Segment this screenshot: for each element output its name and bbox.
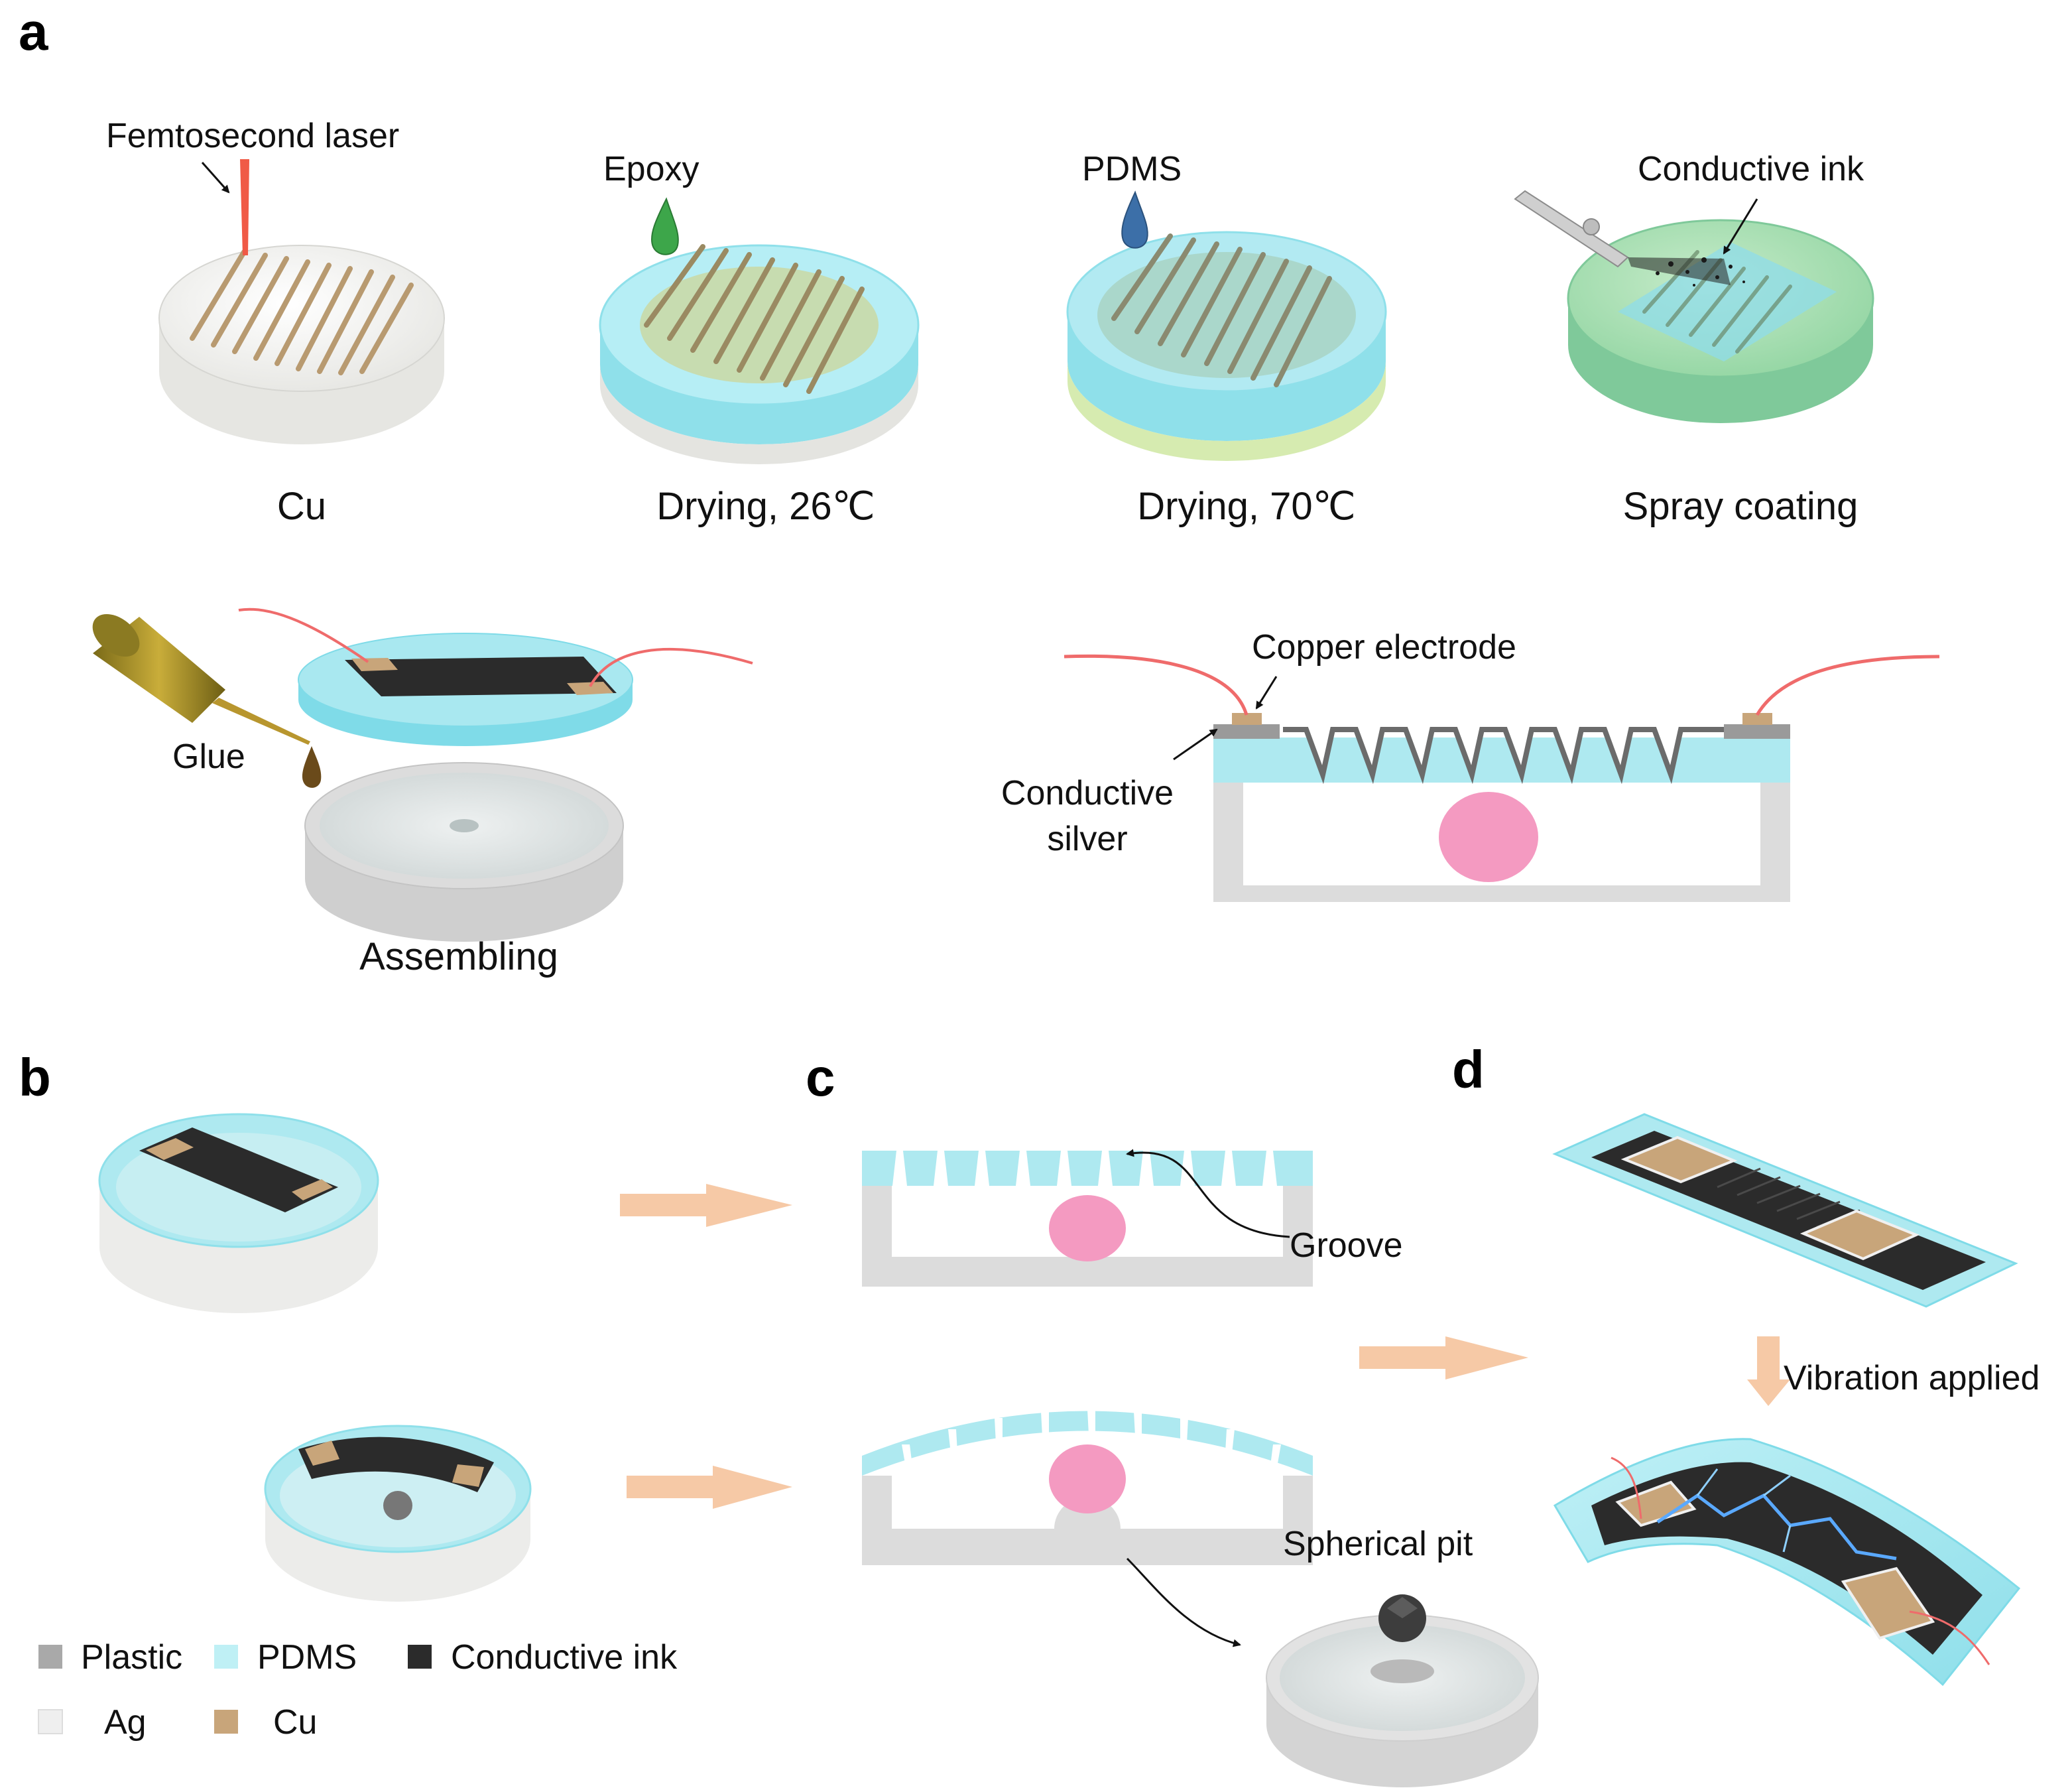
- pdms-segments-flat: [862, 1151, 1313, 1186]
- cross-section-schematic: [1213, 713, 1790, 902]
- panel-letter-b: b: [19, 1048, 51, 1107]
- drying-26-caption: Drying, 26℃: [656, 485, 875, 528]
- conductive-ink-layer: [1283, 727, 1727, 785]
- spray-gun: [1514, 190, 1745, 287]
- conductive-silver-label-line2: silver: [1047, 820, 1127, 858]
- laser-beam: [240, 159, 249, 255]
- pdms-disc: [1066, 231, 1387, 461]
- legend-swatch-plastic: [38, 1645, 62, 1669]
- conductive-ink-label: Conductive ink: [1638, 150, 1864, 188]
- copper-electrode-left: [1232, 713, 1262, 725]
- spray-coating-caption: Spray coating: [1623, 485, 1859, 528]
- groove-arrow: [1126, 1149, 1290, 1238]
- legend-swatch-pdms: [214, 1645, 238, 1669]
- schematic-wire-right: [1755, 655, 1940, 716]
- glue-syringe: [92, 613, 310, 745]
- legend-label-ag: Ag: [104, 1703, 147, 1742]
- arrow-b-bottom-to-c: [627, 1466, 792, 1509]
- bent-sensor-film: [1553, 1438, 2021, 1687]
- glue-drop: [302, 746, 322, 788]
- pdms-drop: [1121, 190, 1148, 249]
- section-flat: [862, 1151, 1313, 1287]
- grey-base-with-ball: [1266, 1594, 1539, 1787]
- wire-left: [238, 608, 369, 663]
- femtosecond-laser-label: Femtosecond laser: [106, 117, 399, 155]
- epoxy-label: Epoxy: [603, 150, 700, 188]
- sensor-layer-top: [298, 633, 633, 746]
- legend-swatch-cu: [214, 1710, 238, 1734]
- arrow-b-top-to-c: [620, 1184, 792, 1227]
- conductive-silver-arrow: [1173, 728, 1218, 761]
- conductive-silver-left: [1213, 724, 1280, 739]
- vibration-lightning: [1656, 1493, 1897, 1561]
- copper-electrode-arrow: [1255, 676, 1278, 710]
- arrow-vibration-down: [1747, 1336, 1790, 1406]
- laser-pointer-arrow: [201, 162, 230, 194]
- copper-electrode-right: [1742, 713, 1772, 725]
- groove-label: Groove: [1290, 1226, 1403, 1265]
- flat-sensor-film: [1552, 1113, 2018, 1308]
- epoxy-drop: [650, 197, 679, 255]
- panel-letter-d: d: [1452, 1040, 1485, 1099]
- legend-label-pdms: PDMS: [257, 1638, 357, 1677]
- glue-label: Glue: [172, 737, 245, 776]
- panel-letter-c: c: [806, 1048, 835, 1107]
- section-bent: [862, 1409, 1313, 1565]
- epoxy-disc: [599, 244, 920, 464]
- pdms-label: PDMS: [1082, 150, 1182, 188]
- wire-right: [589, 647, 753, 687]
- panel-letter-a: a: [19, 2, 48, 61]
- device-bent: [264, 1425, 532, 1602]
- conductive-silver-label-line1: Conductive: [1001, 774, 1174, 812]
- flow-arrows: [620, 1184, 1790, 1509]
- legend-swatch-ag: [38, 1709, 63, 1734]
- schematic-wire-left: [1064, 654, 1249, 716]
- arrow-c-to-d: [1359, 1336, 1528, 1379]
- pdms-membrane: [1213, 737, 1790, 783]
- drying-70-caption: Drying, 70℃: [1137, 485, 1355, 528]
- legend-swatch-conductive-ink: [408, 1645, 432, 1669]
- legend-label-plastic: Plastic: [81, 1638, 182, 1677]
- copper-electrode-label: Copper electrode: [1252, 628, 1516, 667]
- cu-disc: [158, 245, 445, 444]
- cu-caption: Cu: [277, 485, 326, 528]
- conductive-silver-right: [1724, 724, 1790, 739]
- conductive-ink-pointer-arrow: [1723, 198, 1758, 255]
- spherical-pit-label: Spherical pit: [1283, 1525, 1473, 1563]
- legend-label-cu: Cu: [273, 1703, 317, 1742]
- pink-ball: [1439, 792, 1538, 882]
- spherical-pit-arrow: [1126, 1557, 1241, 1647]
- vibration-applied-label: Vibration applied: [1784, 1359, 2040, 1397]
- plastic-base-dish: [304, 762, 624, 942]
- legend-label-conductive-ink: Conductive ink: [451, 1638, 678, 1677]
- assembling-caption: Assembling: [359, 935, 558, 978]
- device-flat: [98, 1113, 379, 1313]
- legend: Plastic PDMS Conductive ink Ag Cu: [38, 1638, 678, 1742]
